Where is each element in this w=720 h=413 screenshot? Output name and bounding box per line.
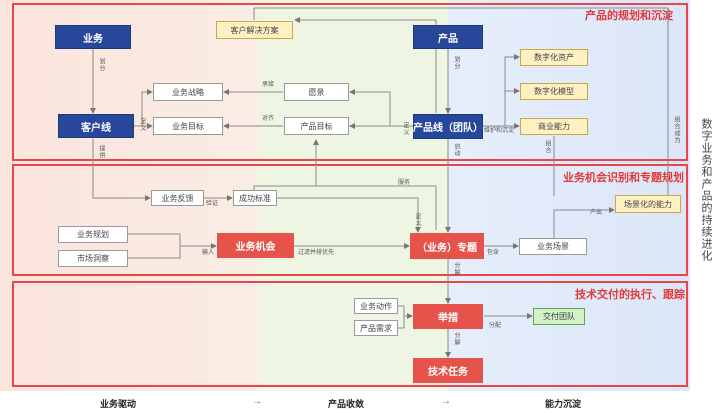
node-customer-solution[interactable]: 客户解决方案 xyxy=(216,21,293,39)
node-business-topic[interactable]: （业务）专题 xyxy=(410,233,484,259)
node-initiative[interactable]: 举措 xyxy=(413,304,483,329)
edge-label-divide-1: 划分 xyxy=(98,58,104,72)
edge-label-combine-into: 组合成为 xyxy=(673,116,679,144)
edge-label-decompose-2: 分解 xyxy=(453,332,459,346)
edge-label-assign: 分配 xyxy=(489,323,502,329)
node-business-planning[interactable]: 业务规划 xyxy=(58,226,128,243)
edge-label-output: 产出 xyxy=(590,210,603,216)
node-delivery-team[interactable]: 交付团队 xyxy=(533,308,585,325)
edge-label-input: 输入 xyxy=(202,250,215,256)
section-title-delivery: 技术交付的执行、跟踪 xyxy=(575,289,685,301)
side-strip xyxy=(690,0,720,391)
node-business-opportunity[interactable]: 业务机会 xyxy=(217,233,294,258)
edge-label-combine: 组合 xyxy=(544,140,550,154)
business-driven-zone xyxy=(0,0,258,391)
node-business-action[interactable]: 业务动作 xyxy=(354,298,398,314)
edge-label-define-1: 定义 xyxy=(139,118,145,132)
edge-label-maintain: 维护和沉淀 xyxy=(484,128,515,134)
section-planning-panel xyxy=(12,3,688,161)
footer-product-convergence: 产品收敛 xyxy=(328,399,365,409)
edge-label-decompose-1: 分解 xyxy=(453,262,459,276)
node-business-strategy[interactable]: 业务战略 xyxy=(153,83,223,101)
node-market-insight[interactable]: 市场洞察 xyxy=(58,250,128,267)
node-product-goal[interactable]: 产品目标 xyxy=(284,117,349,135)
side-title: 数字业务和产品的持续进化 xyxy=(700,118,712,262)
edge-label-verify: 验证 xyxy=(206,201,219,207)
footer-arrow-1: → xyxy=(252,396,262,407)
node-product-requirement[interactable]: 产品需求 xyxy=(354,320,398,336)
edge-label-start: 启动 xyxy=(453,143,459,157)
edge-label-serve: 服务 xyxy=(398,180,411,186)
section-opportunity-panel xyxy=(12,164,688,276)
node-success-criteria[interactable]: 成功标准 xyxy=(233,190,277,206)
edge-label-undertake: 承接 xyxy=(262,82,275,88)
node-scenario-capability[interactable]: 场景化的能力 xyxy=(615,195,681,213)
node-business-feedback[interactable]: 业务反馈 xyxy=(151,190,204,206)
node-product-line-team[interactable]: 产品线（团队） xyxy=(413,114,483,139)
node-product[interactable]: 产品 xyxy=(413,25,483,49)
node-business-scenario[interactable]: 业务场景 xyxy=(519,238,587,255)
edge-label-define-3: 定义 xyxy=(414,213,420,227)
node-business-capability[interactable]: 商业能力 xyxy=(520,118,588,135)
footer-bar xyxy=(0,393,720,413)
footer-capability-accumulation: 能力沉淀 xyxy=(545,399,582,409)
edge-label-include: 包含 xyxy=(487,250,500,256)
node-vision[interactable]: 愿景 xyxy=(284,83,349,101)
section-title-opportunity: 业务机会识别和专题规划 xyxy=(563,172,684,184)
node-business[interactable]: 业务 xyxy=(55,25,131,49)
section-title-planning: 产品的规划和沉淀 xyxy=(585,10,673,22)
section-delivery-panel xyxy=(12,281,688,387)
footer-business-driven: 业务驱动 xyxy=(100,399,137,409)
edge-label-provide: 提供 xyxy=(98,145,104,159)
node-digital-model[interactable]: 数字化模型 xyxy=(520,83,588,100)
node-digital-assets[interactable]: 数字化资产 xyxy=(520,49,588,66)
edge-label-align: 对齐 xyxy=(262,116,275,122)
edge-label-define-2: 定义 xyxy=(402,122,408,136)
edge-label-divide-2: 划分 xyxy=(453,56,459,70)
footer-arrow-2: → xyxy=(441,396,451,407)
node-customer-line[interactable]: 客户线 xyxy=(58,114,134,138)
edge-label-filter: 过滤并排优先 xyxy=(298,250,335,256)
node-business-goal[interactable]: 业务目标 xyxy=(153,117,223,135)
node-tech-task[interactable]: 技术任务 xyxy=(413,358,483,383)
